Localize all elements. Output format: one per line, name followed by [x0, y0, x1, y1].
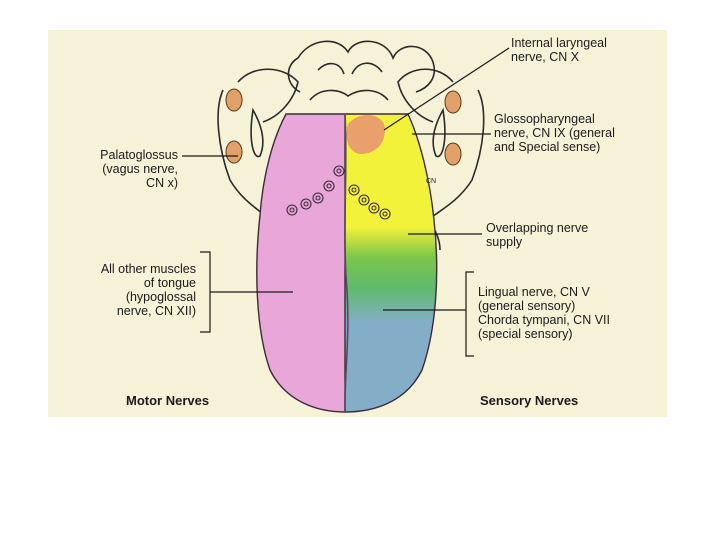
- sensory-nerves-caption: Sensory Nerves: [480, 393, 579, 408]
- palatoglossus-label: Palatoglossus (vagus nerve, CN x): [100, 148, 178, 190]
- internal-laryngeal-area: [346, 115, 385, 154]
- tongue-midline: [344, 113, 349, 413]
- glossopharyngeal-label: Glossopharyngeal nerve, CN IX (general a…: [494, 112, 615, 154]
- tongue-innervation-figure: Internal laryngeal nerve, CN X Glossopha…: [48, 30, 667, 417]
- internal-laryngeal-label: Internal laryngeal nerve, CN X: [511, 36, 607, 64]
- tonsils: [225, 88, 462, 166]
- tongue-motor-half: [256, 113, 345, 413]
- leader-lines: [182, 47, 510, 357]
- lingual-chorda-label: Lingual nerve, CN V (general sensory) Ch…: [478, 285, 610, 341]
- cn-small-label: CN: [426, 178, 437, 185]
- tongue-diagram: [182, 40, 510, 413]
- overlapping-supply-label: Overlapping nerve supply: [486, 221, 589, 249]
- other-muscles-label: All other muscles of tongue (hypoglossal…: [100, 262, 196, 318]
- vallate-papillae: [286, 165, 391, 220]
- tongue-sensory-half: [345, 113, 438, 413]
- motor-nerves-caption: Motor Nerves: [126, 393, 210, 408]
